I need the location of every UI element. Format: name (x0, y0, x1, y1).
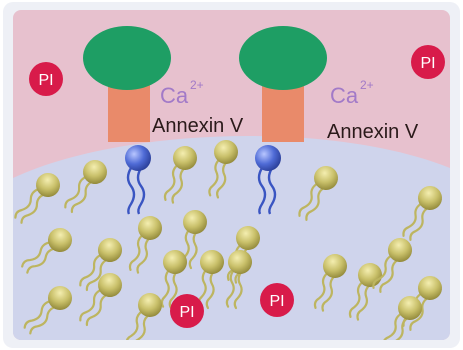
phospholipid-icon (23, 286, 72, 335)
pi-label-bottom-left: PI (179, 304, 194, 321)
pi-label-bottom-right: PI (269, 293, 284, 310)
phospholipid-icon (163, 146, 197, 204)
phospholipid-icon (372, 238, 412, 293)
phospholipid-icon (128, 216, 162, 274)
phospholipid-icon (225, 250, 252, 310)
phospholipid-icon (64, 160, 107, 214)
phospholipid-icon (382, 296, 422, 340)
phospholipid-icon (79, 238, 122, 292)
annexin-label-left: Annexin V (152, 115, 244, 137)
propidium-iodide-badge-icon: PI (170, 294, 204, 328)
phospholipid-icon (402, 186, 442, 241)
calcium-charge-right: 2+ (360, 78, 374, 92)
phospholipid-icon (313, 254, 347, 312)
phospholipid-icon (298, 166, 338, 221)
phospholipid-icon (14, 173, 60, 224)
phospholipid-icon (79, 273, 122, 327)
calcium-label-right: Ca (330, 83, 359, 108)
calcium-label-left: Ca (160, 83, 189, 108)
cell-interior (13, 135, 450, 340)
pi-label-top-right: PI (420, 55, 435, 72)
phosphatidylserine-icon (255, 145, 281, 215)
propidium-iodide-badge-icon: PI (29, 62, 63, 96)
phospholipid-icon (125, 293, 162, 340)
phospholipid-icon (21, 228, 72, 274)
annexin-v-protein-icon (239, 26, 327, 142)
lipid-layer (14, 140, 442, 340)
annexin-v-protein-icon (83, 26, 171, 142)
pi-label-top-left: PI (38, 72, 53, 89)
calcium-charge-left: 2+ (190, 78, 204, 92)
phospholipid-icon (160, 250, 187, 310)
phospholipid-icon (208, 140, 238, 199)
propidium-iodide-badge-icon: PI (411, 45, 445, 79)
phosphatidylserine-icon (125, 145, 151, 215)
annexin-label-right: Annexin V (327, 121, 419, 143)
propidium-iodide-badge-icon: PI (260, 283, 294, 317)
